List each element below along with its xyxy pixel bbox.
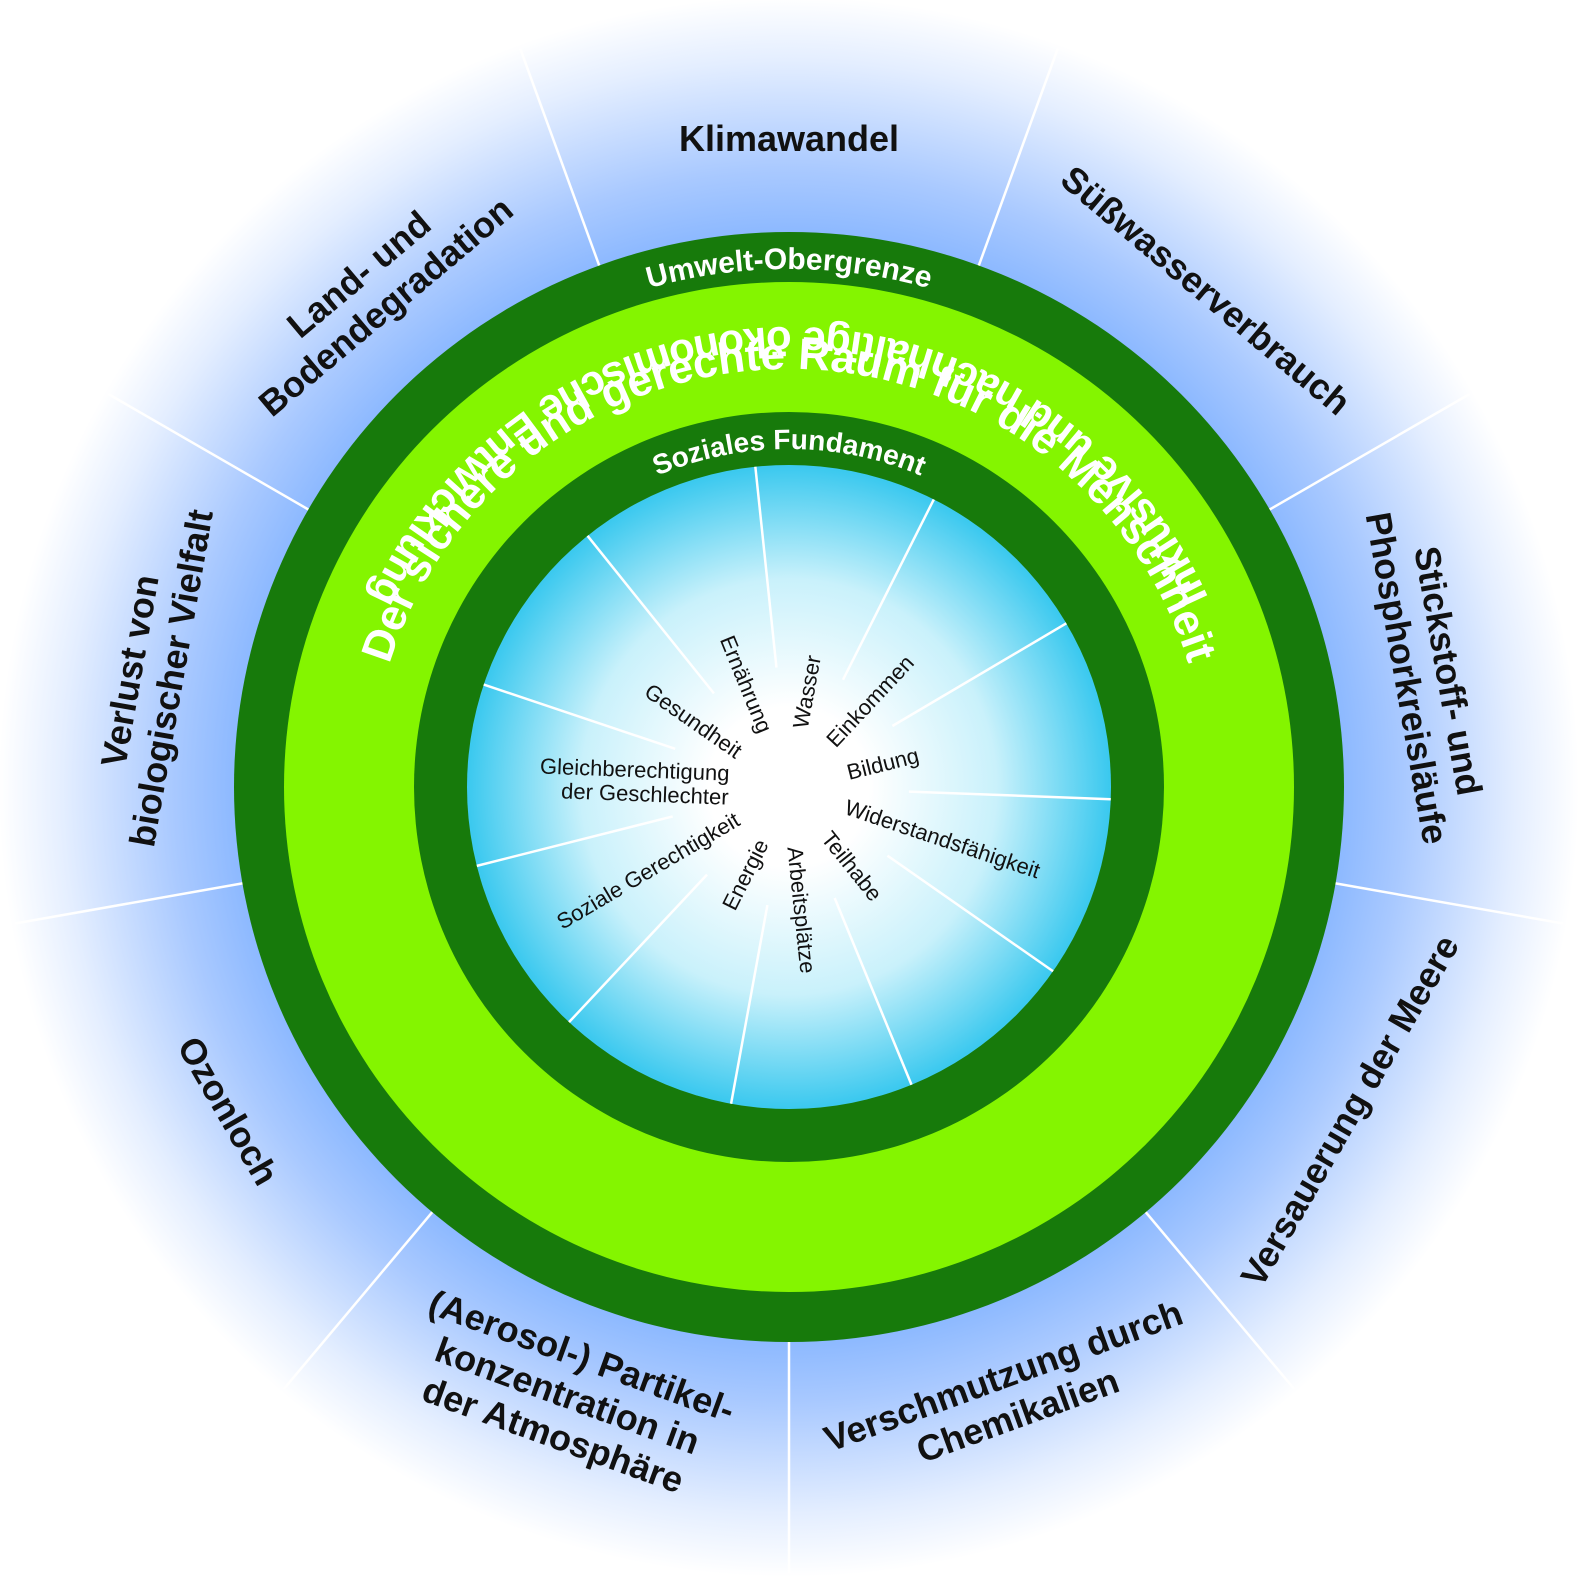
social-foundation-dividers xyxy=(476,466,1111,1104)
boundary-divider xyxy=(107,392,314,514)
social-divider xyxy=(754,466,778,668)
boundary-divider xyxy=(1264,392,1471,514)
social-divider xyxy=(833,897,913,1086)
boundary-divider xyxy=(1141,1207,1296,1390)
social-divider xyxy=(891,622,1067,728)
planetary-boundary-dividers xyxy=(14,47,1564,1573)
social-divider xyxy=(729,904,769,1104)
boundary-rings xyxy=(234,232,1344,1342)
boundary-divider xyxy=(975,47,1060,271)
social-divider xyxy=(476,815,673,868)
social-divider xyxy=(841,498,935,681)
social-divider xyxy=(483,683,676,751)
boundary-divider xyxy=(282,1207,437,1390)
boundary-label-klimawandel: Klimawandel xyxy=(679,118,899,159)
social-divider xyxy=(586,535,715,695)
social-divider xyxy=(568,873,708,1024)
social-divider xyxy=(886,854,1054,973)
boundary-label-line: Klimawandel xyxy=(679,118,899,159)
boundary-divider xyxy=(14,881,248,925)
inner-disc xyxy=(467,465,1111,1109)
social-divider xyxy=(908,790,1111,801)
boundary-divider xyxy=(518,47,603,271)
boundary-divider xyxy=(1330,881,1564,925)
